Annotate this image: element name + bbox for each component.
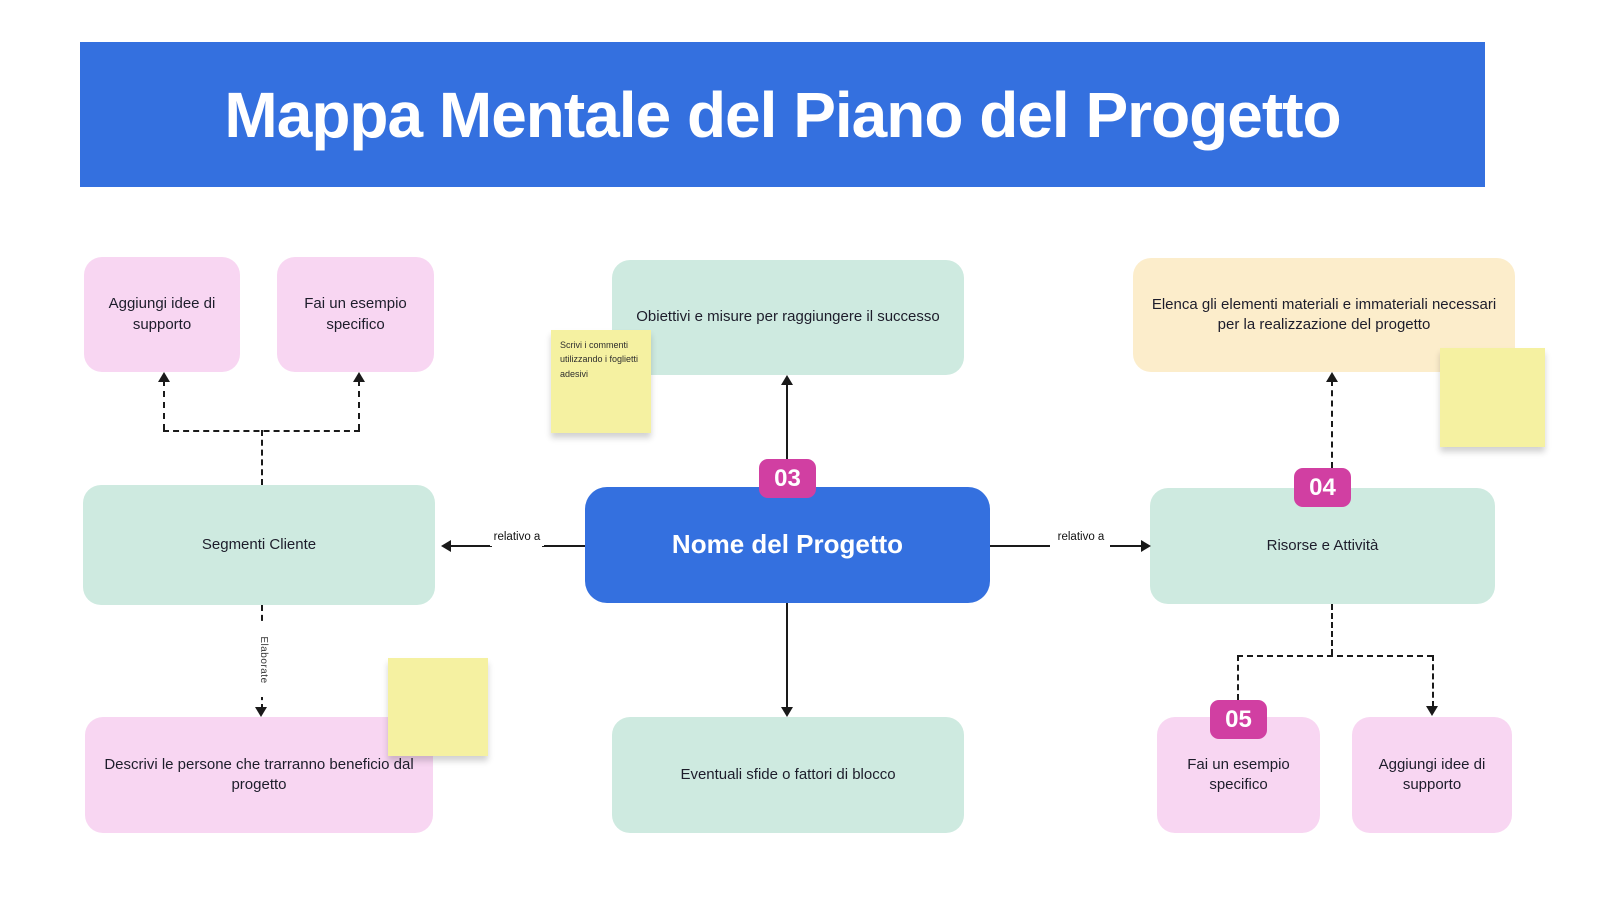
node-label: Fai un esempio specifico	[304, 295, 407, 333]
connector-segment	[990, 545, 1050, 547]
arrowhead-down	[255, 707, 267, 717]
node-label: Eventuali sfide o fattori di blocco	[680, 765, 896, 783]
arrowhead-up	[158, 372, 170, 382]
node-label: Aggiungi idee di supporto	[1378, 755, 1486, 793]
edge-label-relativo-a: relativo a	[490, 530, 544, 546]
node-objectives-measures[interactable]: Obiettivi e misure per raggiungere il su…	[612, 260, 964, 375]
node-resources-activities[interactable]: Risorse e Attività	[1150, 488, 1495, 604]
connector-segment	[450, 545, 492, 547]
node-left-specific-example[interactable]: Fai un esempio specifico	[277, 257, 434, 372]
connector-segment	[163, 380, 165, 430]
node-label: Nome del Progetto	[671, 529, 904, 560]
connector-segment	[786, 603, 788, 709]
connector-segment	[1331, 604, 1333, 655]
header-banner[interactable]: Mappa Mentale del Piano del Progetto	[80, 42, 1485, 187]
connector-segment	[1331, 380, 1333, 468]
arrowhead-up	[353, 372, 365, 382]
node-label: Elenca gli elementi materiali e immateri…	[1151, 295, 1497, 333]
connector-segment	[542, 545, 585, 547]
connector-segment	[358, 380, 360, 430]
node-label: Segmenti Cliente	[201, 535, 317, 553]
node-label: Aggiungi idee di supporto	[108, 295, 216, 333]
node-challenges-blockers[interactable]: Eventuali sfide o fattori di blocco	[612, 717, 964, 833]
sticky-note-blank[interactable]	[1440, 348, 1545, 447]
badge-04[interactable]: 04	[1294, 468, 1351, 507]
badge-05[interactable]: 05	[1210, 700, 1267, 739]
node-left-add-supporting-ideas[interactable]: Aggiungi idee di supporto	[84, 257, 240, 372]
node-project-name[interactable]: Nome del Progetto	[585, 487, 990, 603]
sticky-note-blank[interactable]	[388, 658, 488, 756]
arrowhead-up	[1326, 372, 1338, 382]
connector-segment	[1110, 545, 1142, 547]
page-title: Mappa Mentale del Piano del Progetto	[224, 78, 1341, 151]
node-label: Fai un esempio specifico	[1187, 755, 1290, 793]
node-describe-beneficiaries[interactable]: Descrivi le persone che trarranno benefi…	[85, 717, 433, 833]
arrowhead-up	[781, 375, 793, 385]
arrowhead-down	[781, 707, 793, 717]
node-label: Descrivi le persone che trarranno benefi…	[104, 755, 414, 793]
node-customer-segments[interactable]: Segmenti Cliente	[83, 485, 435, 605]
connector-segment	[261, 430, 263, 485]
node-label: Risorse e Attività	[1266, 536, 1379, 554]
arrowhead-left	[441, 540, 451, 552]
connector-segment	[1237, 655, 1239, 700]
node-label: Obiettivi e misure per raggiungere il su…	[636, 308, 940, 326]
edge-label-elaborate: Elaborate	[254, 623, 270, 697]
connector-segment	[1432, 655, 1434, 707]
edge-label-relativo-a: relativo a	[1054, 530, 1108, 546]
badge-03[interactable]: 03	[759, 459, 816, 498]
connector-segment	[786, 383, 788, 487]
node-right-add-supporting-ideas[interactable]: Aggiungi idee di supporto	[1352, 717, 1512, 833]
arrowhead-down	[1426, 706, 1438, 716]
sticky-text: Scrivi i commenti utilizzando i fogliett…	[560, 340, 639, 379]
arrowhead-right	[1141, 540, 1151, 552]
connector-segment	[1237, 655, 1433, 657]
sticky-note-comment[interactable]: Scrivi i commenti utilizzando i fogliett…	[551, 330, 651, 433]
